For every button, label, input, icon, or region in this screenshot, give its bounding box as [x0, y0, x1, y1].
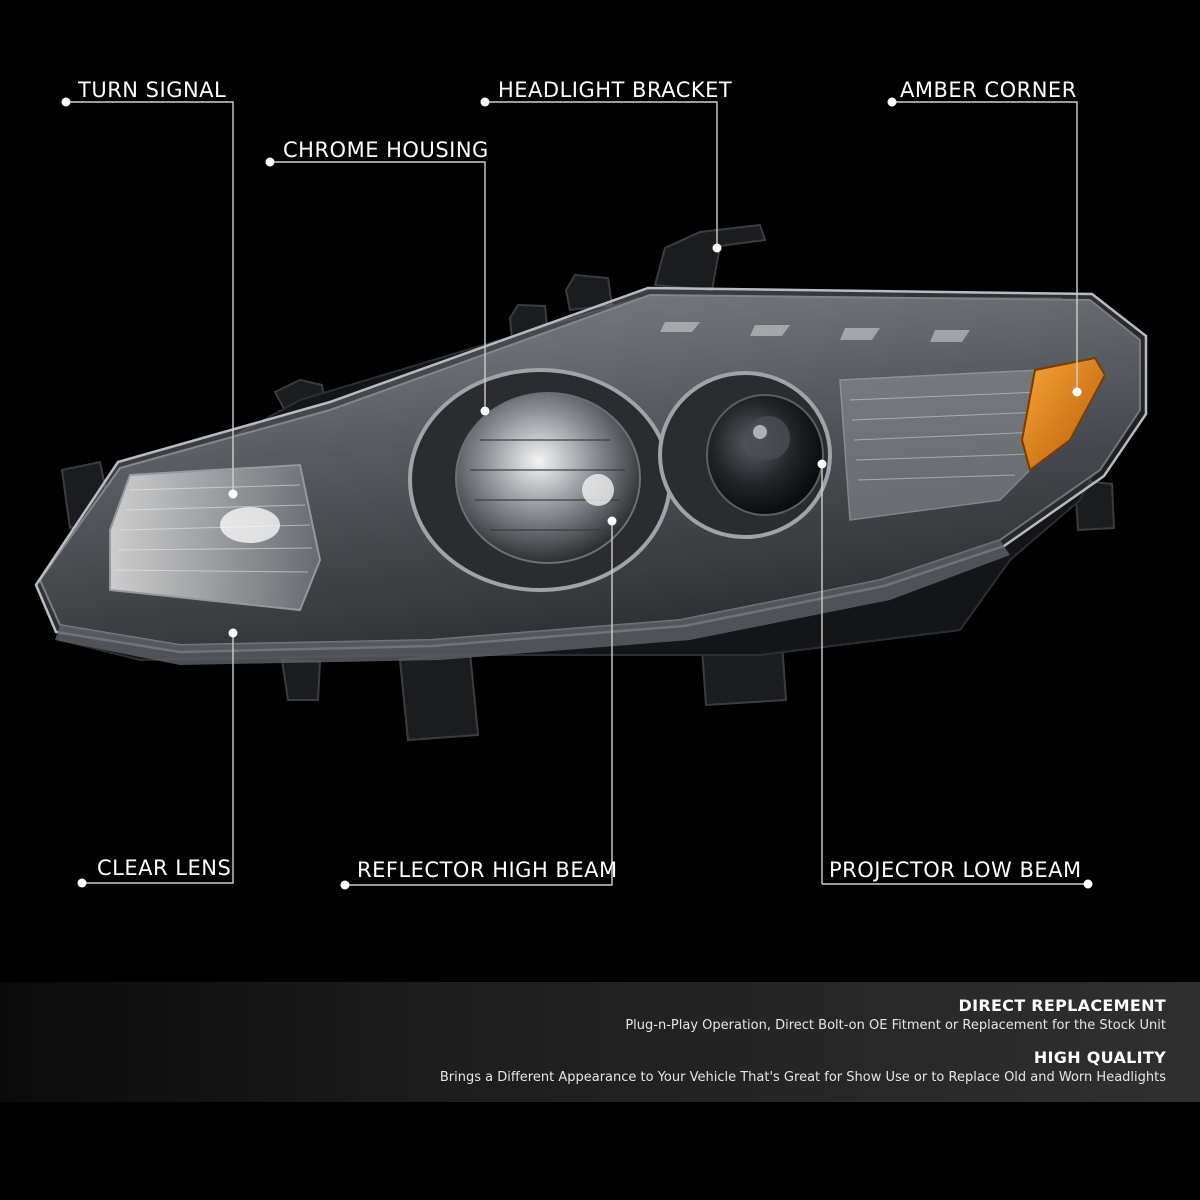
callout-reflector-high-beam: REFLECTOR HIGH BEAM	[357, 858, 618, 882]
callout-lines	[66, 101, 1088, 886]
feature-title-high-quality: HIGH QUALITY	[1033, 1048, 1166, 1067]
feature-title-direct-replacement: DIRECT REPLACEMENT	[958, 996, 1166, 1015]
turn-signal-housing	[109, 463, 322, 612]
callout-chrome-housing: CHROME HOUSING	[283, 138, 489, 162]
callout-headlight-bracket: HEADLIGHT BRACKET	[498, 78, 733, 102]
callout-clear-lens: CLEAR LENS	[97, 856, 232, 880]
feature-desc-high-quality: Brings a Different Appearance to Your Ve…	[439, 1070, 1166, 1085]
lens-top-reflections	[660, 322, 970, 342]
callout-turn-signal: TURN SIGNAL	[78, 78, 227, 102]
feature-desc-direct-replacement: Plug-n-Play Operation, Direct Bolt-on OE…	[625, 1018, 1166, 1033]
callout-projector-low-beam: PROJECTOR LOW BEAM	[829, 858, 1082, 882]
lower-trim	[55, 540, 1010, 665]
feature-band: DIRECT REPLACEMENT Plug-n-Play Operation…	[0, 982, 1200, 1102]
callout-amber-corner: AMBER CORNER	[900, 78, 1077, 102]
corner-diffuser	[839, 369, 1051, 521]
callout-dots	[61, 97, 1093, 890]
amber-corner-lens	[1020, 356, 1107, 472]
